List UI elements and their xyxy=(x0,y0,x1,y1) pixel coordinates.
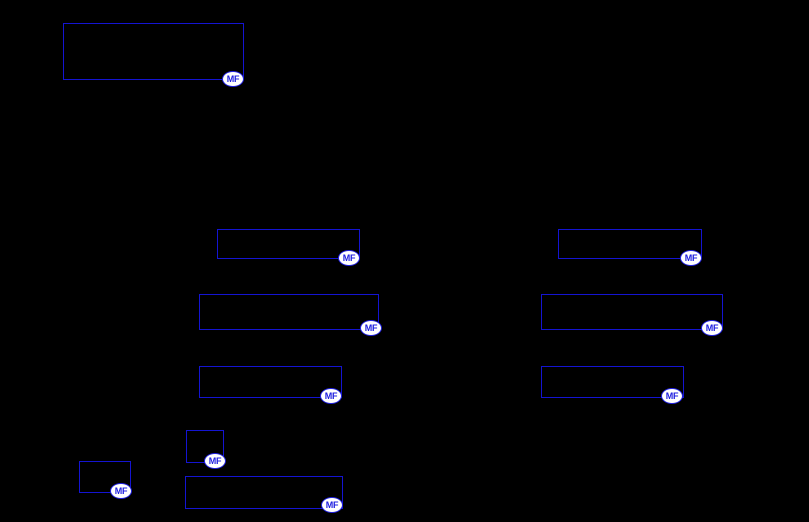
mf-badge[interactable]: MF xyxy=(338,250,360,266)
mf-badge[interactable]: MF xyxy=(360,320,382,336)
annotation-box[interactable] xyxy=(199,366,342,398)
annotation-box[interactable] xyxy=(185,476,343,509)
mf-badge[interactable]: MF xyxy=(320,388,342,404)
annotation-box[interactable] xyxy=(541,366,684,398)
mf-badge[interactable]: MF xyxy=(680,250,702,266)
mf-badge[interactable]: MF xyxy=(110,483,132,499)
annotation-box[interactable] xyxy=(541,294,723,330)
annotation-box[interactable] xyxy=(63,23,244,80)
mf-badge[interactable]: MF xyxy=(222,71,244,87)
annotation-box[interactable] xyxy=(199,294,379,330)
mf-badge[interactable]: MF xyxy=(701,320,723,336)
annotation-box[interactable] xyxy=(79,461,131,493)
annotation-box[interactable] xyxy=(558,229,702,259)
annotation-box[interactable] xyxy=(217,229,360,259)
mf-badge[interactable]: MF xyxy=(204,453,226,469)
mf-badge[interactable]: MF xyxy=(661,388,683,404)
mf-badge[interactable]: MF xyxy=(321,497,343,513)
